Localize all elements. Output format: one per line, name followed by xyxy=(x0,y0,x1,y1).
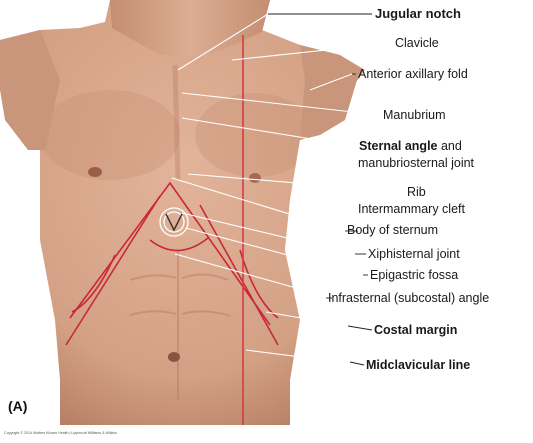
right-arm-cut xyxy=(285,120,345,425)
label-sternal-angle: Sternal angle and xyxy=(359,139,462,153)
navel xyxy=(168,352,180,362)
right-arm xyxy=(300,45,360,140)
right-pectoral-shade xyxy=(195,93,315,177)
label-body-of-sternum: Body of sternum xyxy=(347,223,439,237)
label-infrasternal-angle: Infrasternal (subcostal) angle xyxy=(328,291,490,305)
sternum-groove xyxy=(172,64,181,181)
neck xyxy=(110,0,270,55)
torso-silhouette xyxy=(0,0,365,425)
left-pectoral-shade xyxy=(40,90,180,180)
label-sternal-angle-rest: and xyxy=(437,139,462,153)
leader-line-tails xyxy=(268,13,373,366)
leader-lines xyxy=(171,13,406,366)
infrasternal-arc xyxy=(149,237,209,252)
label-jugular-notch: Jugular notch xyxy=(375,6,461,21)
label-rib: Rib xyxy=(407,185,426,199)
label-costal-margin: Costal margin xyxy=(374,323,458,337)
left-outer-line xyxy=(65,195,161,346)
label-epigastric-fossa: Epigastric fossa xyxy=(370,268,459,282)
left-rib-curve xyxy=(71,254,116,313)
right-nipple xyxy=(249,173,261,183)
label-manubriosternal-joint: manubriosternal joint xyxy=(358,156,475,170)
label-xiphisternal-joint: Xiphisternal joint xyxy=(368,247,460,261)
copyright-notice: Copyright © 2014 Wolters Kluwer Health |… xyxy=(4,431,117,435)
label-manubrium: Manubrium xyxy=(383,108,446,122)
right-outer-line xyxy=(199,204,279,346)
panel-label: (A) xyxy=(8,398,28,414)
left-nipple xyxy=(88,167,102,177)
abdominal-contours xyxy=(129,250,231,400)
label-clavicle: Clavicle xyxy=(395,36,439,50)
label-midclavicular-line: Midclavicular line xyxy=(366,358,471,372)
xiphoid-marker xyxy=(159,207,189,237)
label-anterior-axillary-fold: Anterior axillary fold xyxy=(358,67,468,81)
left-arm xyxy=(0,30,60,150)
costal-margin-line xyxy=(69,181,271,326)
label-intermammary-cleft: Intermammary cleft xyxy=(358,202,465,216)
label-sternal-angle-bold: Sternal angle xyxy=(359,139,438,153)
